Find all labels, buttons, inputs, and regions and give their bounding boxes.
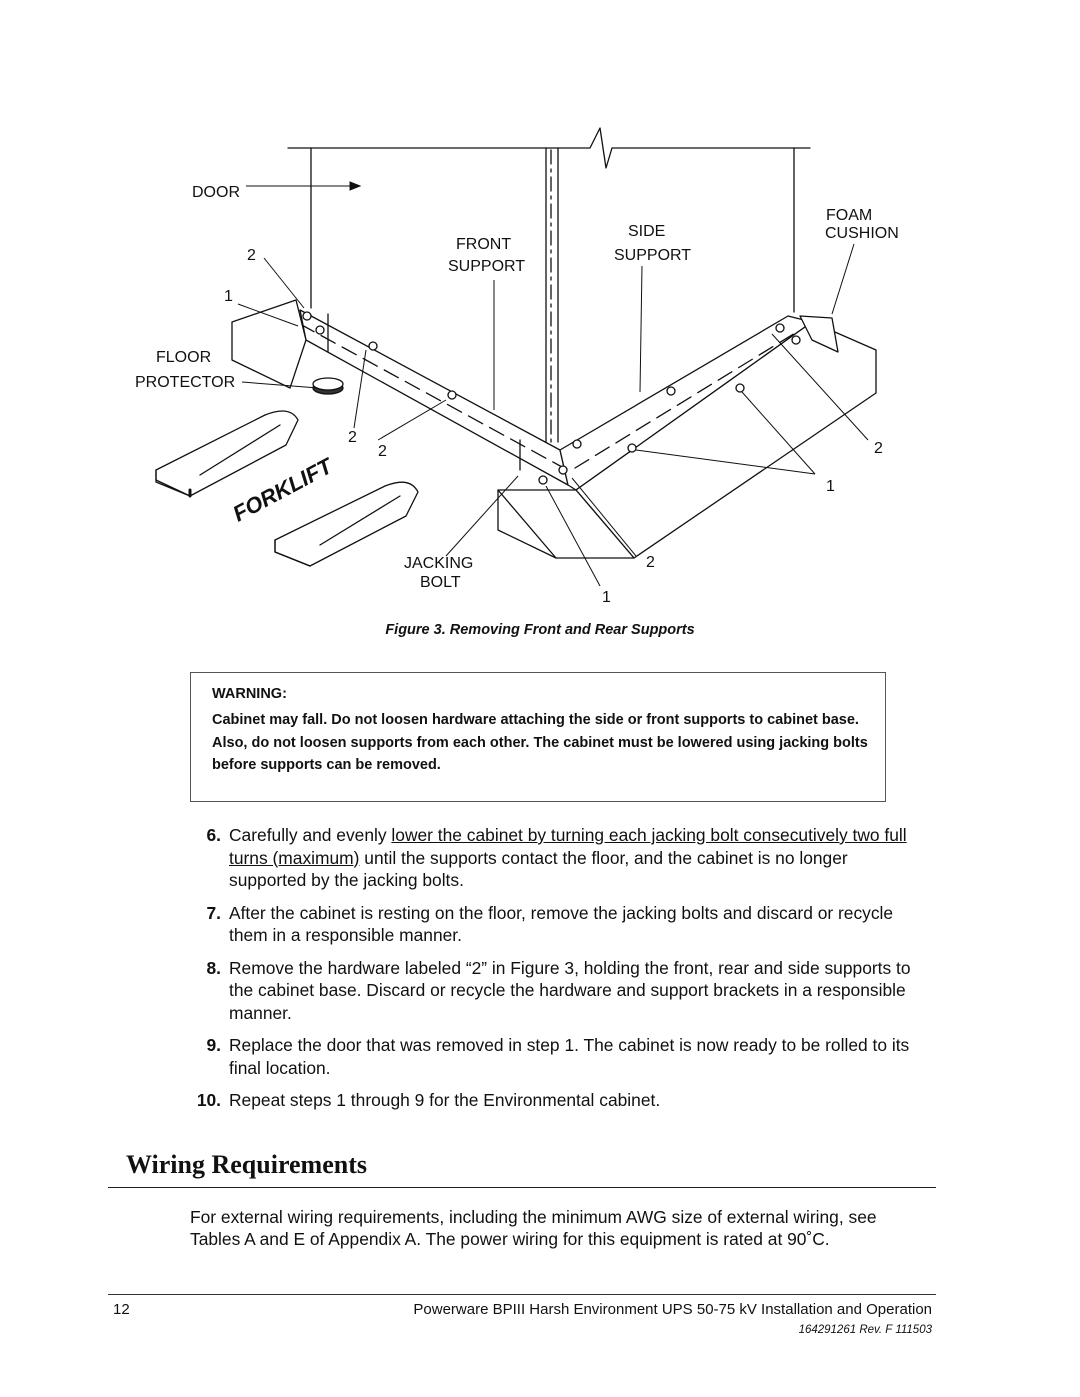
heading-rule <box>108 1187 936 1188</box>
label-front-support-1: FRONT <box>456 236 511 253</box>
figure-caption: Figure 3. Removing Front and Rear Suppor… <box>385 622 695 638</box>
step-list: 6. Carefully and evenly lower the cabine… <box>185 824 920 1122</box>
label-foam-cushion-2: CUSHION <box>825 225 899 242</box>
step-text: Replace the door that was removed in ste… <box>229 1035 910 1078</box>
callout-2: 2 <box>646 554 655 571</box>
step-text-pre: Carefully and evenly <box>229 825 392 845</box>
label-side-support-1: SIDE <box>628 223 665 240</box>
callout-2: 2 <box>378 443 387 460</box>
step-number: 6. <box>206 825 221 845</box>
step-number: 9. <box>206 1035 221 1055</box>
callout-2: 2 <box>874 440 883 457</box>
callout-1: 1 <box>602 589 611 606</box>
label-jacking-bolt-1: JACKING <box>404 555 473 572</box>
step-number: 7. <box>206 902 221 923</box>
footer-title: Powerware BPIII Harsh Environment UPS 50… <box>413 1301 932 1318</box>
section-heading: Wiring Requirements <box>126 1150 367 1179</box>
label-jacking-bolt-2: BOLT <box>420 574 461 591</box>
step-item: 8. Remove the hardware labeled “2” in Fi… <box>185 957 920 1025</box>
section-paragraph: For external wiring requirements, includ… <box>190 1207 877 1249</box>
page-number: 12 <box>113 1301 130 1318</box>
warning-title: WARNING: <box>212 686 287 702</box>
step-text: Remove the hardware labeled “2” in Figur… <box>229 957 911 1023</box>
label-floor-protector-2: PROTECTOR <box>135 374 235 391</box>
figure-removing-supports: DOOR FRONT SUPPORT SIDE SUPPORT FOAM CUS… <box>135 127 899 606</box>
warning-box: WARNING: Cabinet may fall. Do not loosen… <box>190 672 886 802</box>
callout-2: 2 <box>348 429 357 446</box>
footer-revision: 164291261 Rev. F 111503 <box>798 1324 932 1336</box>
label-foam-cushion-1: FOAM <box>826 207 872 224</box>
step-text: After the cabinet is resting on the floo… <box>229 902 894 946</box>
label-front-support-2: SUPPORT <box>448 258 525 275</box>
step-text-underlined: lower the cabinet by turning each jackin… <box>229 825 907 868</box>
callout-2: 2 <box>247 247 256 264</box>
callout-1: 1 <box>224 288 233 305</box>
callout-1: 1 <box>826 478 835 495</box>
step-item: 7. After the cabinet is resting on the f… <box>185 902 920 947</box>
step-number: 10. <box>196 1090 221 1110</box>
step-item: 6. Carefully and evenly lower the cabine… <box>185 824 920 892</box>
footer-rule <box>108 1294 936 1295</box>
step-text: Repeat steps 1 through 9 for the Environ… <box>229 1090 661 1110</box>
label-side-support-2: SUPPORT <box>614 247 691 264</box>
label-door: DOOR <box>192 184 240 201</box>
step-number: 8. <box>206 957 221 978</box>
step-item: 10. Repeat steps 1 through 9 for the Env… <box>185 1089 920 1112</box>
step-item: 9. Replace the door that was removed in … <box>185 1034 920 1079</box>
label-floor-protector-1: FLOOR <box>156 349 211 366</box>
warning-text: Cabinet may fall. Do not loosen hardware… <box>212 712 868 773</box>
step-text-post: until the supports contact the floor, an… <box>229 847 848 891</box>
